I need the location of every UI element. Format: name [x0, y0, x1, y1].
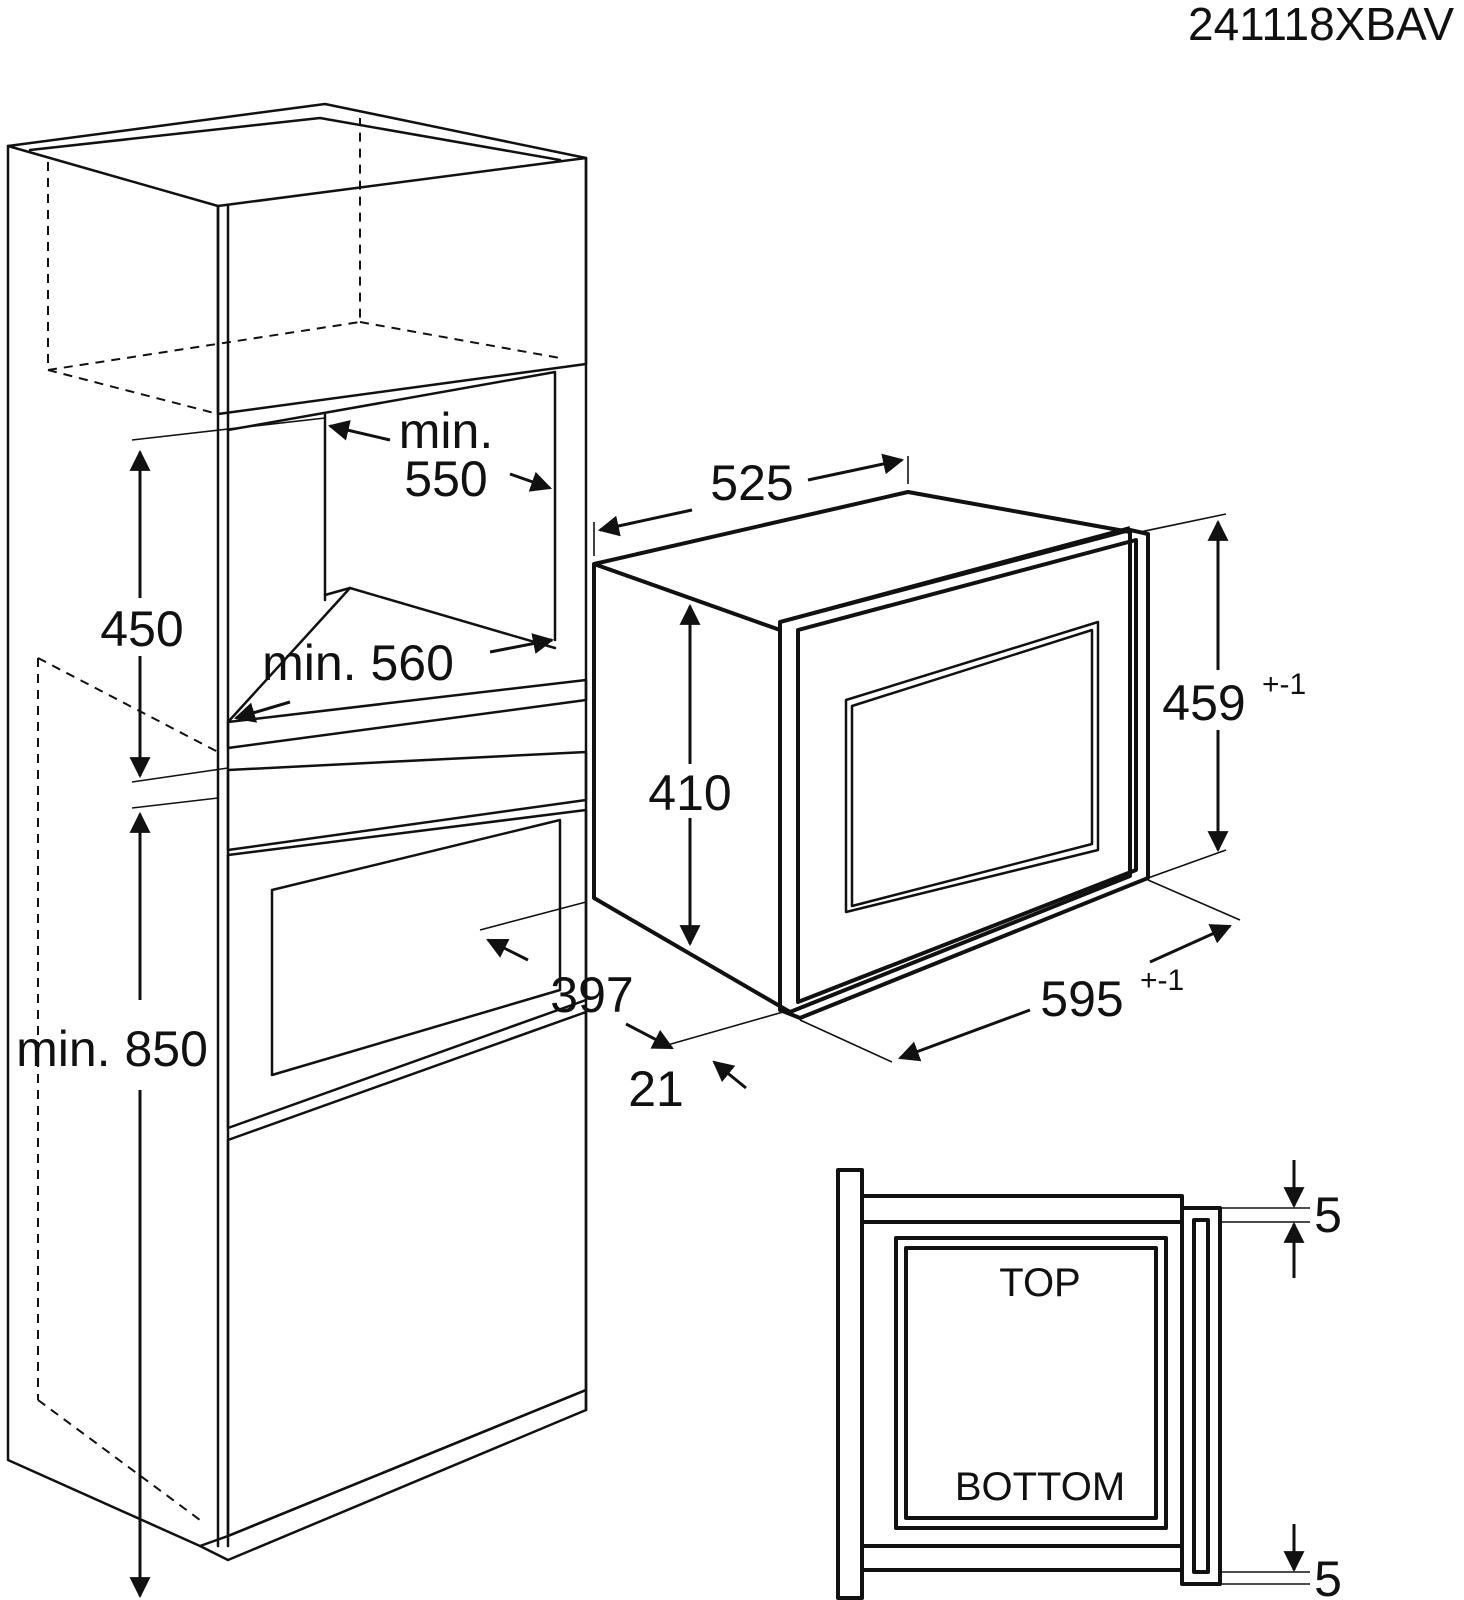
section-detail [836, 1160, 1310, 1600]
dimension-21 [663, 1009, 791, 1090]
label-top: TOP [999, 1261, 1081, 1305]
label-min-550-line1: min. [399, 403, 493, 459]
label-21: 21 [628, 1061, 684, 1117]
dimension-min-850 [129, 797, 219, 1599]
dimension-397 [479, 901, 674, 1050]
built-in-appliance [592, 490, 1150, 1020]
label-gap-top: 5 [1314, 1187, 1342, 1243]
dimension-459 [1139, 513, 1229, 879]
label-410: 410 [648, 765, 731, 821]
label-595: 595 [1040, 971, 1123, 1027]
label-450: 450 [100, 601, 183, 657]
document-code: 241118XBAV [1188, 0, 1454, 50]
label-525: 525 [710, 455, 793, 511]
label-459-tolerance: +-1 [1262, 668, 1306, 701]
tall-cabinet [6, 102, 588, 1562]
dimension-min-550 [327, 420, 552, 492]
dimension-595 [799, 879, 1241, 1063]
dimension-450 [129, 417, 326, 783]
dimension-525 [593, 453, 909, 556]
label-min-550-line2: 550 [404, 451, 487, 507]
label-gap-bottom: 5 [1314, 1551, 1342, 1600]
label-397: 397 [550, 967, 633, 1023]
dimension-min-560 [233, 633, 555, 723]
label-min-850: min. 850 [16, 1021, 208, 1077]
label-bottom: BOTTOM [955, 1465, 1125, 1509]
label-459: 459 [1162, 675, 1245, 731]
label-min-560: min. 560 [262, 635, 454, 691]
label-595-tolerance: +-1 [1140, 964, 1184, 997]
